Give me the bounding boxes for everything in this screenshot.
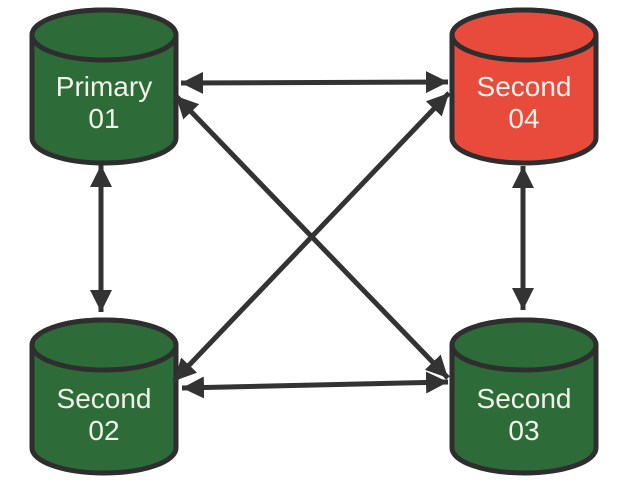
node-second-03: Second 03: [449, 317, 599, 476]
node-primary-01: Primary 01: [29, 7, 179, 166]
cylinder-top: [29, 7, 179, 63]
node-label: Second: [57, 383, 152, 414]
cylinder-top: [449, 7, 599, 63]
node-number: 02: [88, 415, 119, 446]
cylinder-top: [29, 317, 179, 373]
node-second-02: Second 02: [29, 317, 179, 476]
arrow-second04-second02: [172, 91, 451, 383]
node-number: 04: [508, 103, 539, 134]
node-number: 01: [88, 103, 119, 134]
arrow-second02-second03: [181, 371, 449, 399]
node-label: Primary: [56, 71, 152, 102]
node-label: Second: [477, 71, 572, 102]
node-number: 03: [508, 415, 539, 446]
cylinder-top: [449, 317, 599, 373]
node-label: Second: [477, 383, 572, 414]
node-second-04: Second 04: [449, 7, 599, 166]
arrow-primary01-second04: [180, 71, 449, 94]
